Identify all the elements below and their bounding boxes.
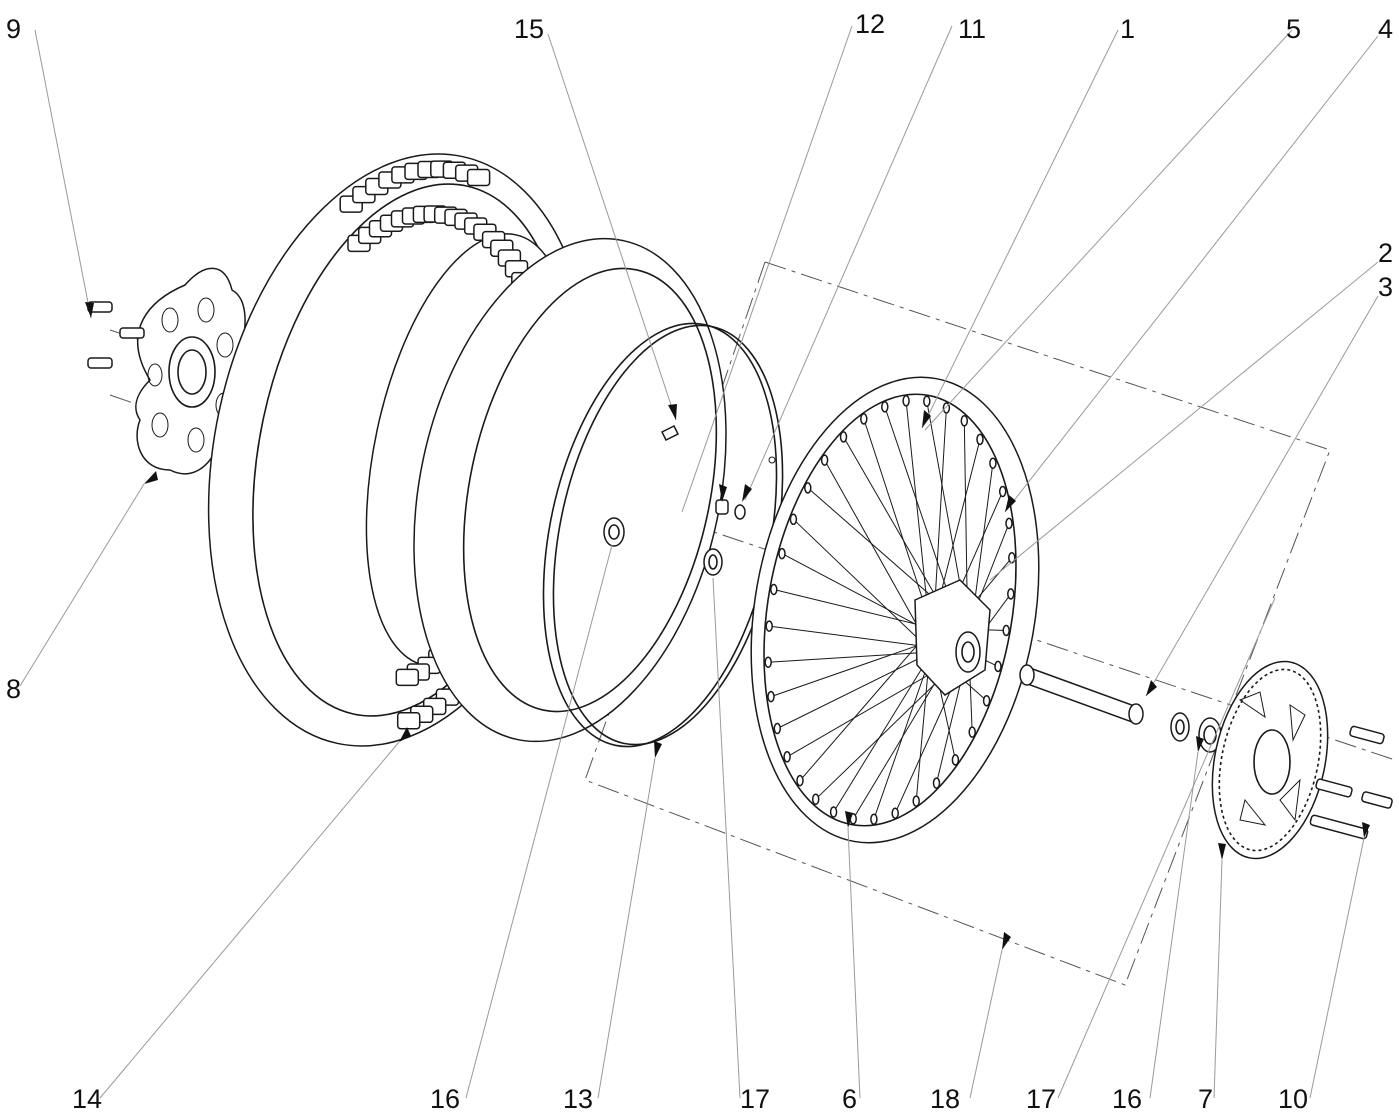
callout-11: 11 [958, 14, 986, 44]
callout-17-right: 17 [1026, 1084, 1056, 1113]
callout-15: 15 [514, 14, 544, 44]
callout-6: 6 [842, 1084, 857, 1113]
spoke-nipple [891, 807, 899, 819]
spoke [824, 459, 933, 653]
axle-spacer [1019, 664, 1144, 725]
tread-block [395, 668, 420, 687]
right-bearings [1170, 712, 1222, 753]
callout-3: 3 [1378, 272, 1393, 302]
callout-12: 12 [855, 9, 885, 39]
spoke-nipple [902, 395, 910, 407]
disc-bolts [87, 301, 145, 369]
callout-17-left: 17 [740, 1084, 770, 1113]
spoke-nipple [1008, 552, 1016, 564]
spoke [773, 589, 933, 629]
sprocket-bolts [1309, 725, 1393, 840]
spoked-wheel [750, 376, 1040, 844]
spoke-nipple [796, 774, 804, 787]
spoke-nipple [923, 395, 931, 407]
pointer-arrows [85, 302, 1370, 950]
callout-labels: 9 15 12 11 1 5 4 2 3 8 14 16 13 17 6 18 … [6, 9, 1393, 1113]
callout-10: 10 [1278, 1084, 1308, 1113]
callout-7: 7 [1198, 1084, 1213, 1113]
spoke-nipple [770, 583, 778, 596]
spoke-nipple [1005, 517, 1013, 530]
spoke-nipple [1007, 588, 1015, 600]
spoke-nipple [1002, 624, 1010, 637]
spoke-nipple [839, 431, 848, 443]
spoke [793, 518, 933, 653]
callout-13: 13 [563, 1084, 593, 1113]
left-bearings [603, 456, 776, 576]
spoke-nipple [989, 457, 997, 469]
spoke-nipple [773, 722, 782, 735]
sprocket [1211, 660, 1329, 860]
tread-block [466, 168, 491, 187]
spoke-nipple [767, 690, 775, 703]
callout-4: 4 [1378, 14, 1393, 44]
spoke-nipple [804, 482, 812, 494]
spoke-nipple [976, 433, 984, 446]
spoke-nipple [789, 513, 798, 526]
callout-1: 1 [1120, 14, 1135, 44]
spoke-nipple [994, 660, 1002, 673]
callout-9: 9 [6, 14, 21, 44]
spoke-nipple [811, 793, 820, 805]
spoke-nipple [778, 547, 786, 560]
spoke-nipple [829, 806, 838, 818]
callout-8: 8 [6, 674, 21, 704]
spoke-nipple [860, 413, 868, 425]
spoke-nipple [968, 726, 976, 738]
callout-14: 14 [72, 1084, 102, 1113]
callout-5: 5 [1286, 14, 1301, 44]
callout-16-left: 16 [430, 1084, 460, 1113]
spoke-nipple [982, 694, 991, 707]
spoke-nipple [932, 777, 941, 789]
spoke-nipple [820, 454, 829, 466]
spoke-nipple [960, 415, 969, 427]
spoke [768, 651, 933, 663]
spoke-nipple [783, 751, 791, 763]
spoke [833, 651, 933, 813]
spoke-nipple [951, 754, 960, 766]
rim-band [413, 237, 727, 743]
spoke-nipple [998, 485, 1007, 498]
spoke-nipple [870, 813, 878, 825]
spoke [863, 418, 933, 629]
callout-16-right: 16 [1112, 1084, 1142, 1113]
spoke-nipple [765, 620, 773, 632]
spoke-nipple [764, 656, 772, 668]
spoke-nipple [912, 795, 920, 807]
spoke-nipple [881, 401, 889, 413]
callout-18: 18 [930, 1084, 960, 1113]
callout-2: 2 [1378, 238, 1393, 268]
leader-lines [19, 25, 1379, 1099]
tread-block [396, 711, 421, 730]
spoke [777, 651, 933, 729]
